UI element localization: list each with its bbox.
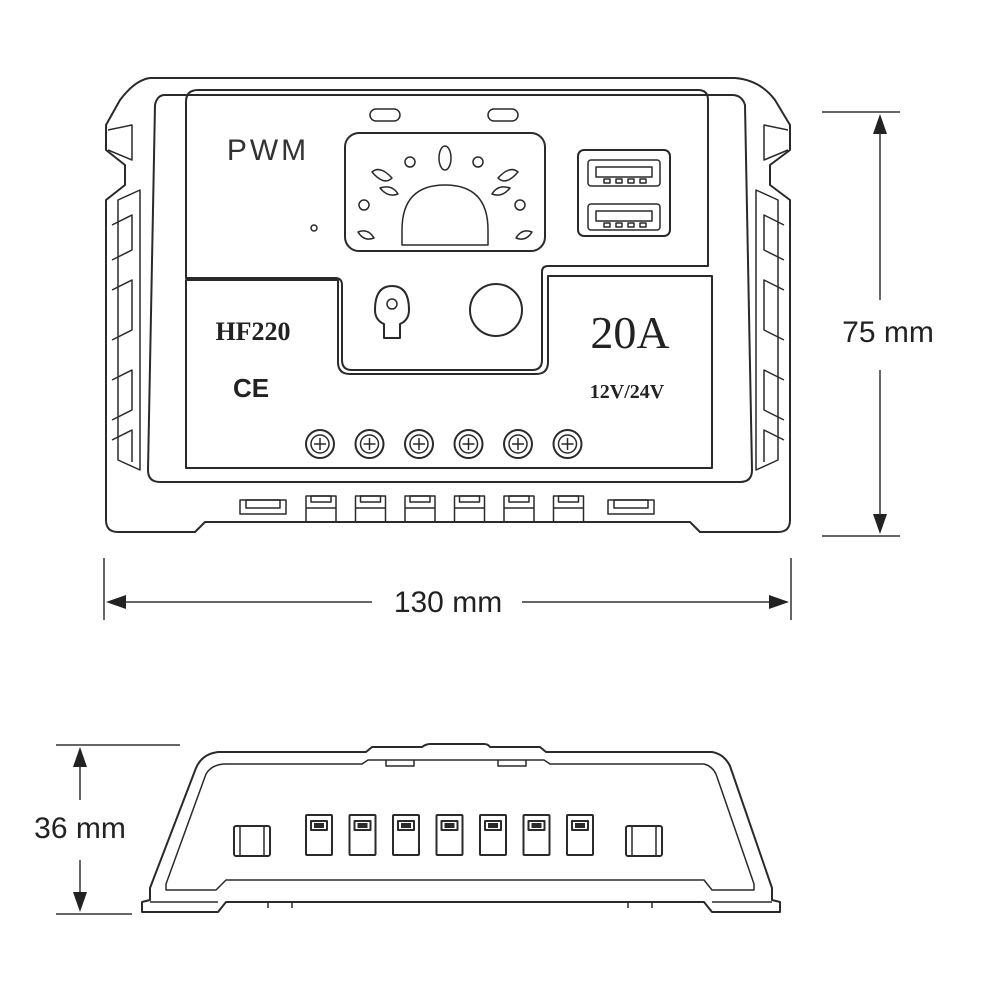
depth-label: 36 mm — [34, 812, 126, 845]
voltage-rating: 12V/24V — [590, 381, 665, 403]
model-label: HF220 — [215, 317, 290, 346]
terminal-slots — [239, 495, 655, 523]
side-port-5 — [479, 814, 507, 856]
usb-port-2[interactable] — [587, 203, 661, 231]
terminal-slot-1 — [305, 495, 337, 523]
terminal-screw-3[interactable] — [404, 429, 434, 459]
terminal-screw-2[interactable] — [354, 429, 385, 459]
led-3 — [358, 199, 370, 211]
pwm-label: PWM — [227, 134, 309, 167]
height-label: 75 mm — [842, 316, 934, 349]
terminal-slot-5 — [503, 495, 535, 523]
right-ribs — [755, 124, 789, 471]
terminal-slot-end-left — [239, 499, 287, 515]
side-port-4 — [435, 814, 464, 856]
left-ribs — [107, 124, 141, 471]
side-port-3 — [392, 814, 420, 856]
side-port-2 — [348, 814, 377, 856]
side-port-1 — [305, 814, 333, 856]
top-slot-left — [369, 108, 401, 122]
side-port-7 — [566, 814, 594, 856]
led-4 — [514, 199, 526, 211]
width-dimension: 130 mm — [103, 558, 792, 620]
top-view: PWM — [105, 77, 791, 533]
depth-dimension: 36 mm — [34, 744, 180, 915]
housing-outline — [105, 77, 791, 533]
terminal-slot-end-right — [607, 499, 655, 515]
lower-panel — [185, 275, 713, 469]
side-housing-outline — [141, 743, 781, 913]
upper-panel — [185, 89, 709, 371]
current-rating: 20A — [590, 307, 669, 358]
front-face — [147, 94, 753, 483]
indicator-dot — [310, 224, 318, 232]
terminal-slot-2 — [354, 495, 387, 523]
side-terminal-ports — [305, 814, 594, 856]
terminal-slot-4 — [453, 495, 486, 523]
push-button[interactable] — [469, 283, 523, 337]
usb-port-1[interactable] — [587, 159, 661, 187]
terminal-screw-6[interactable] — [552, 429, 583, 459]
terminal-screw-1[interactable] — [305, 429, 335, 459]
led-indicator-window — [344, 132, 546, 252]
led-1 — [404, 156, 416, 168]
terminal-screw-4[interactable] — [453, 429, 484, 459]
ce-mark: CE — [233, 373, 269, 403]
led-2 — [472, 156, 484, 168]
height-dimension: 75 mm — [822, 111, 934, 537]
terminal-screw-5[interactable] — [503, 429, 533, 459]
terminal-slot-6 — [552, 495, 585, 523]
width-label: 130 mm — [394, 586, 502, 619]
top-slot-right — [487, 108, 519, 122]
side-view — [141, 743, 781, 913]
toggle-switch[interactable] — [374, 285, 410, 339]
terminal-slot-3 — [404, 495, 436, 523]
terminal-screws — [305, 429, 583, 459]
usb-ports — [577, 149, 671, 237]
side-port-6 — [522, 814, 551, 856]
